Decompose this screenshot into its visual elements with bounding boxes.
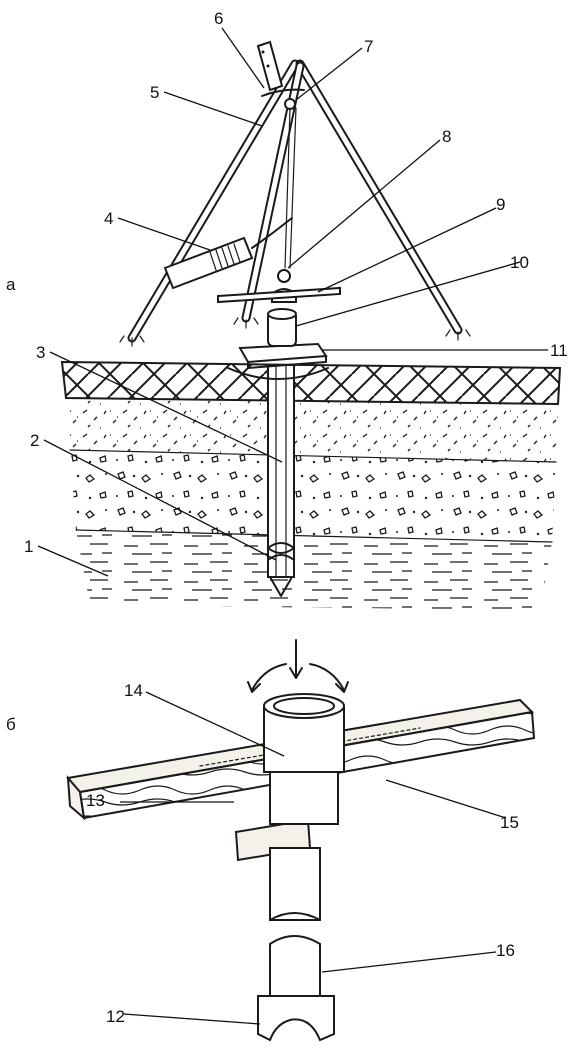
callout-labels-b: 12 13 14 15 16 — [86, 681, 519, 1026]
soil-profile — [60, 360, 562, 610]
callout-7: 7 — [364, 37, 373, 56]
callout-2: 2 — [30, 431, 39, 450]
callout-13: 13 — [86, 791, 105, 810]
gravel-layer — [70, 450, 556, 542]
auger-tip — [267, 542, 295, 597]
rotating-handle — [217, 286, 341, 304]
leaders-b — [120, 691, 507, 1025]
pipe-section — [257, 693, 345, 1042]
callout-8: 8 — [442, 127, 451, 146]
callout-12: 12 — [106, 1007, 125, 1026]
rotation-arrows — [247, 639, 349, 693]
callout-5: 5 — [150, 83, 159, 102]
callout-4: 4 — [104, 209, 113, 228]
callout-10: 10 — [510, 253, 529, 272]
casing-pipe — [267, 364, 295, 597]
callout-3: 3 — [36, 343, 45, 362]
section-label-b: б — [6, 715, 16, 734]
sand-layer — [66, 398, 558, 462]
section-label-a: а — [6, 275, 16, 294]
leaders-a — [37, 27, 548, 577]
callout-11: 11 — [550, 341, 568, 360]
callout-16: 16 — [496, 941, 515, 960]
aquifer-layer — [76, 530, 552, 610]
drill-head — [217, 269, 341, 347]
winch — [163, 107, 297, 290]
drill-bit — [257, 995, 335, 1042]
topsoil-layer — [60, 360, 562, 406]
callout-6: 6 — [214, 9, 223, 28]
callout-9: 9 — [496, 195, 505, 214]
callout-14: 14 — [124, 681, 143, 700]
callout-labels-a: 1 2 3 4 5 6 7 8 9 10 11 — [24, 9, 568, 556]
callout-1: 1 — [24, 537, 33, 556]
tripod — [127, 40, 463, 343]
callout-15: 15 — [500, 813, 519, 832]
